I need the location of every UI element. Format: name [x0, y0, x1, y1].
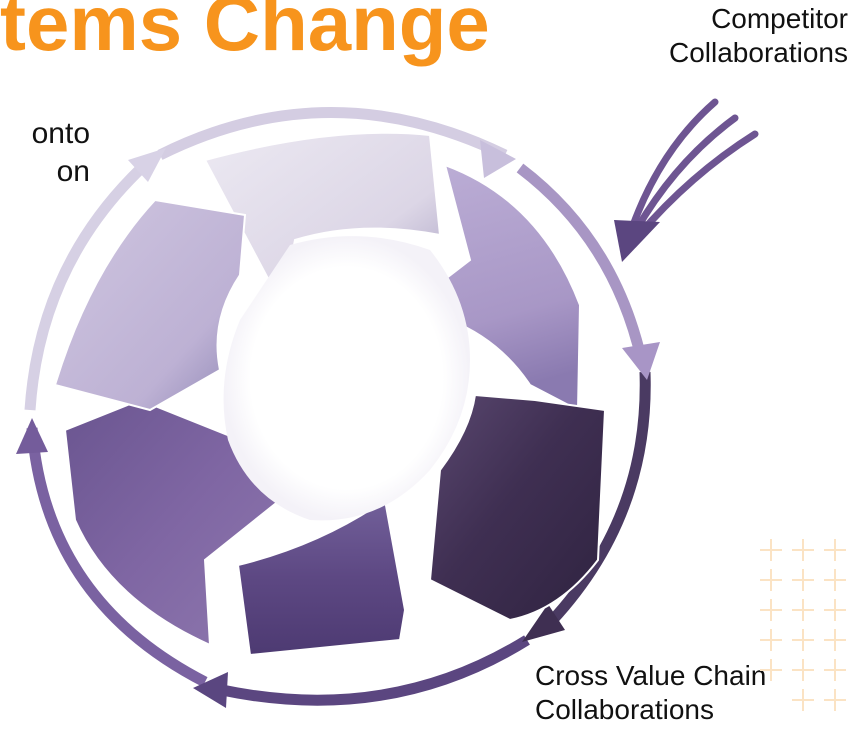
cycle-segment-6	[53, 198, 247, 412]
slide-title: tems Change	[0, 0, 490, 67]
incoming-arrow-line-2	[631, 114, 739, 236]
arrowhead-upper-left	[128, 148, 166, 182]
arrowhead-right	[522, 604, 565, 642]
arrowhead-left	[16, 418, 48, 454]
cycle-segment-3	[428, 393, 607, 622]
cross-value-label-line-1: Cross Value Chain	[535, 660, 767, 691]
incoming-arrow-line-1	[628, 98, 719, 232]
cross-value-label-line-2: Collaborations	[535, 694, 714, 726]
arrowhead-top	[480, 140, 516, 178]
cycle-center	[223, 236, 470, 521]
body-text-line-2: on	[56, 155, 90, 189]
competitor-label-line-2: Collaborations	[669, 37, 848, 69]
plus-row-6	[792, 689, 846, 711]
cycle-segment-1	[203, 131, 442, 308]
ring-arc-left	[26, 427, 208, 687]
incoming-arrowhead	[614, 220, 660, 262]
ring-arc-top	[157, 107, 508, 160]
arrowhead-bottom	[193, 672, 228, 708]
plus-grid-decoration	[760, 539, 846, 711]
ring-arc-bottom	[220, 635, 530, 706]
plus-row-5	[760, 659, 846, 681]
plus-row-1	[760, 539, 846, 561]
plus-row-3	[760, 599, 846, 621]
competitor-label-line-1: Competitor	[711, 3, 848, 34]
cycle-segment-4	[236, 498, 407, 657]
slide-body-text: onto on	[0, 115, 90, 192]
ring-arc-upper-left	[24, 155, 154, 411]
ring-arc-upper-right	[516, 163, 648, 364]
body-text-line-1: onto	[31, 117, 90, 150]
cross-value-chain-label: Cross Value Chain Collaborations	[535, 659, 766, 727]
plus-row-4	[760, 629, 846, 651]
plus-row-2	[760, 569, 846, 591]
competitor-collaborations-label: Competitor Collaborations	[669, 2, 848, 70]
ring-arc-right	[541, 371, 651, 632]
arrowhead-upper-right	[622, 342, 660, 380]
